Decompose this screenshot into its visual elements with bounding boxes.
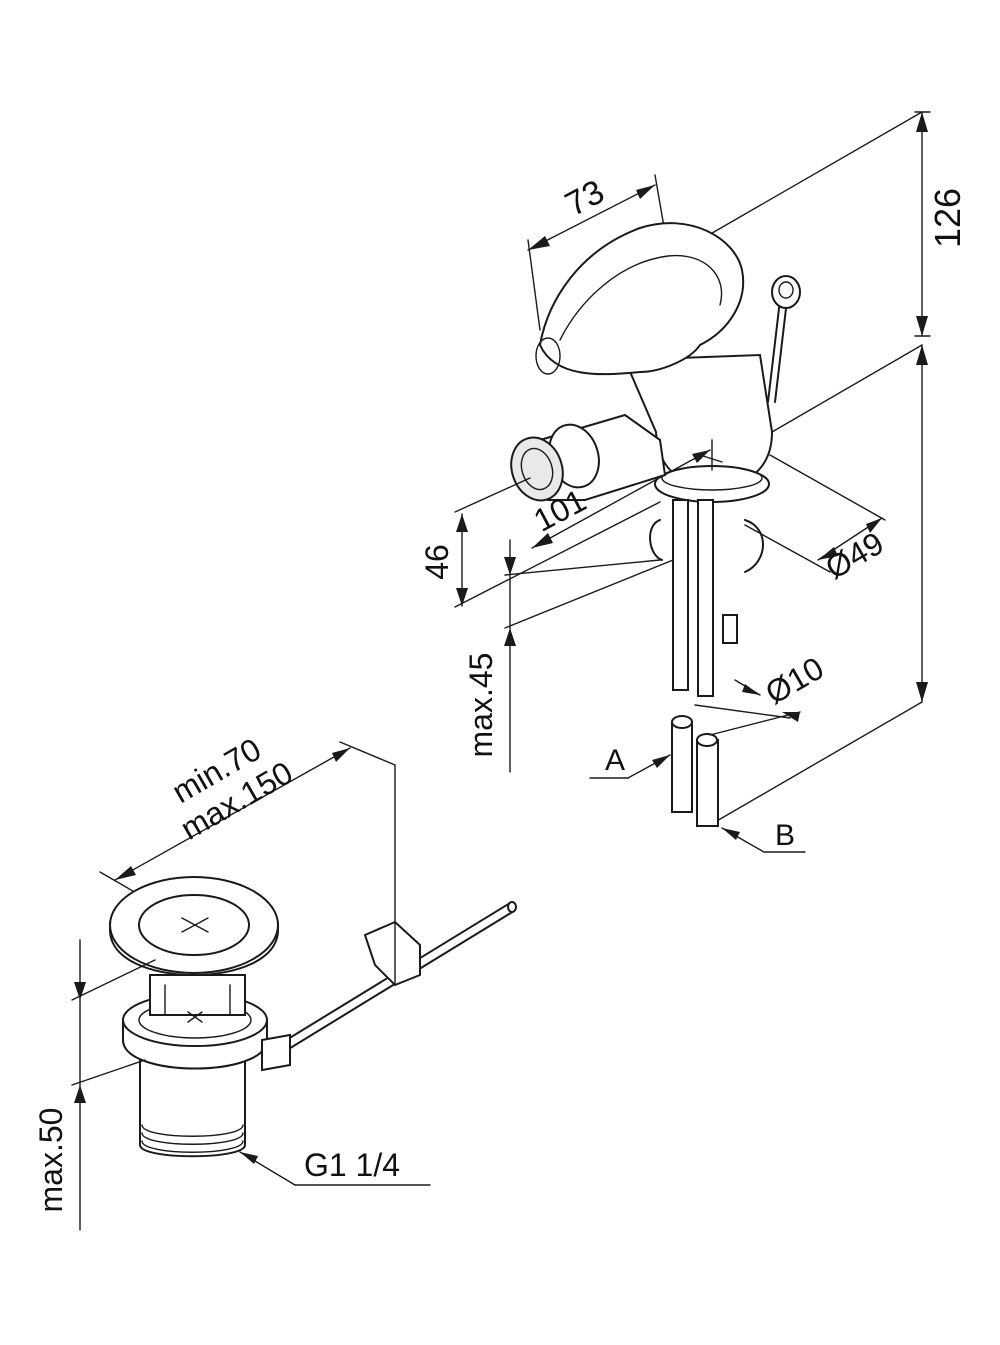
label-diameter-49: Ø49	[819, 525, 889, 586]
mixer-body	[510, 222, 801, 573]
deck-dimension-max45: max.45	[463, 539, 689, 773]
label-inlet-b: B	[775, 819, 795, 852]
label-inlet-a: A	[605, 744, 625, 777]
inlet-a-callout: A	[589, 744, 671, 779]
label-46: 46	[419, 544, 455, 580]
base-diameter-dimension-49: Ø49	[744, 454, 890, 586]
hose-diameter-dimension-10: Ø10	[694, 650, 830, 736]
supply-hoses	[671, 499, 738, 827]
label-126: 126	[927, 188, 968, 248]
label-thread: G1 1/4	[304, 1147, 400, 1183]
spout-height-dimension-46: 46	[419, 477, 661, 608]
height-dimension-126: 126	[914, 111, 968, 337]
thread-callout: G1 1/4	[239, 1147, 431, 1186]
label-73: 73	[559, 173, 610, 224]
label-max45: max.45	[463, 653, 499, 758]
label-max50: max.50	[33, 1108, 69, 1213]
inlet-b-callout: B	[721, 819, 806, 853]
waste-fitting-body	[109, 876, 517, 1158]
label-diameter-10: Ø10	[759, 650, 829, 711]
waste-deck-dimension-max50: max.50	[33, 939, 156, 1231]
